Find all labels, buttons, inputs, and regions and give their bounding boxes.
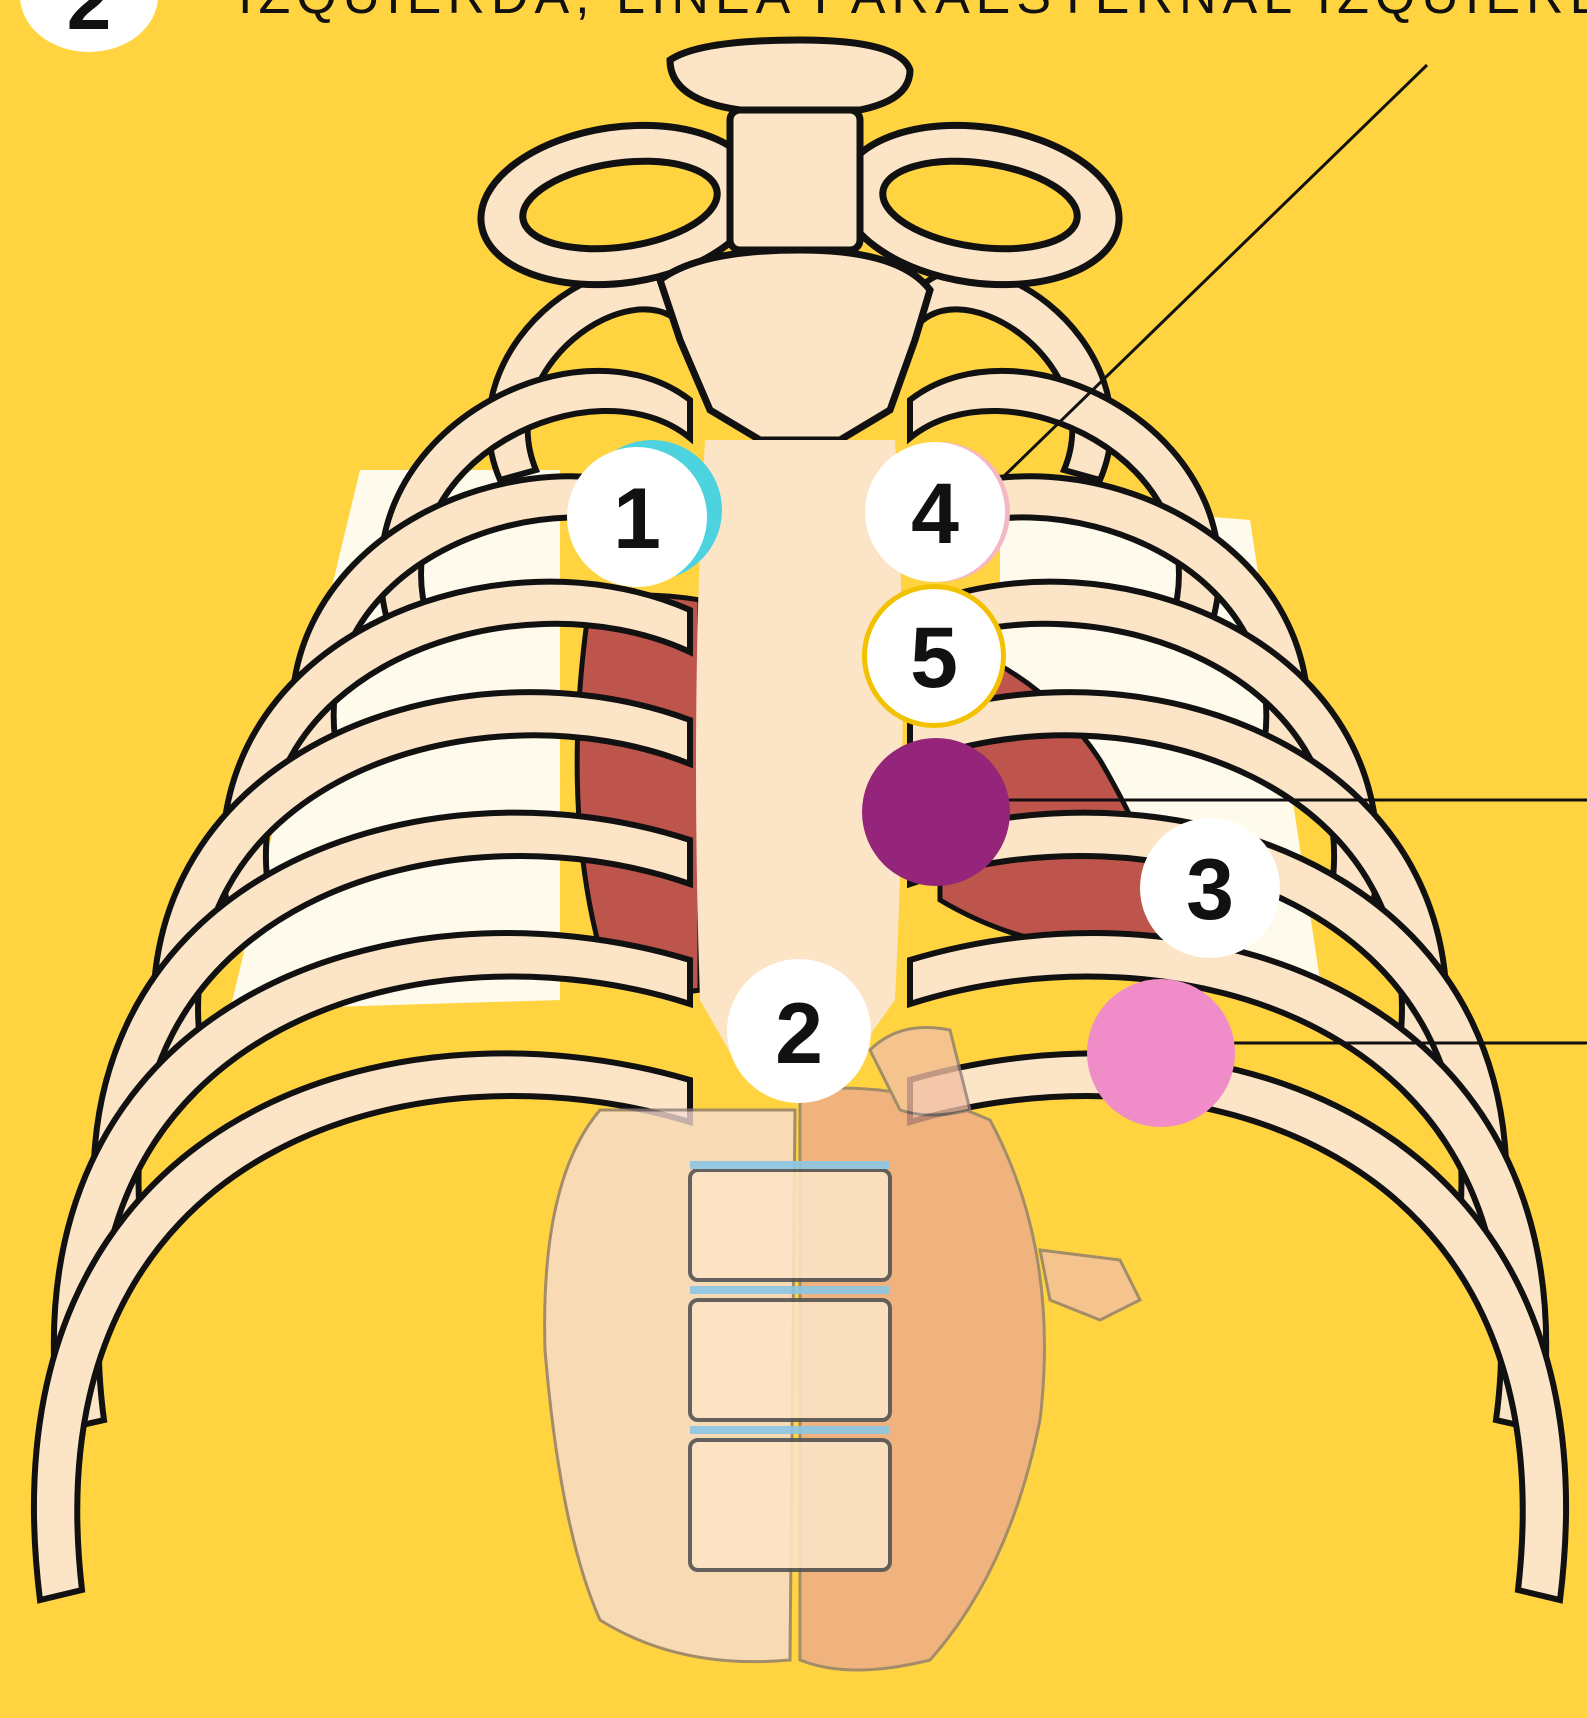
step-number: 2 xyxy=(20,0,158,42)
marker-5: 5 xyxy=(862,584,1006,728)
marker-4: 4 xyxy=(865,442,1010,582)
marker-3-label: 3 xyxy=(1186,842,1234,938)
marker-1-label: 1 xyxy=(613,471,661,567)
marker-3: 3 xyxy=(1140,818,1280,958)
pink-dot xyxy=(1087,979,1235,1127)
marker-5-label: 5 xyxy=(910,610,958,706)
marker-2-label: 2 xyxy=(775,986,823,1082)
marker-2: 2 xyxy=(727,959,871,1103)
purple-dot xyxy=(862,738,1010,886)
header-title: IZQUIERDA, LÍNEA PARAESTERNAL IZQUIERDA xyxy=(238,0,1587,26)
thoracic-vertebrae xyxy=(690,1165,890,1570)
marker-4-label: 4 xyxy=(911,466,959,562)
